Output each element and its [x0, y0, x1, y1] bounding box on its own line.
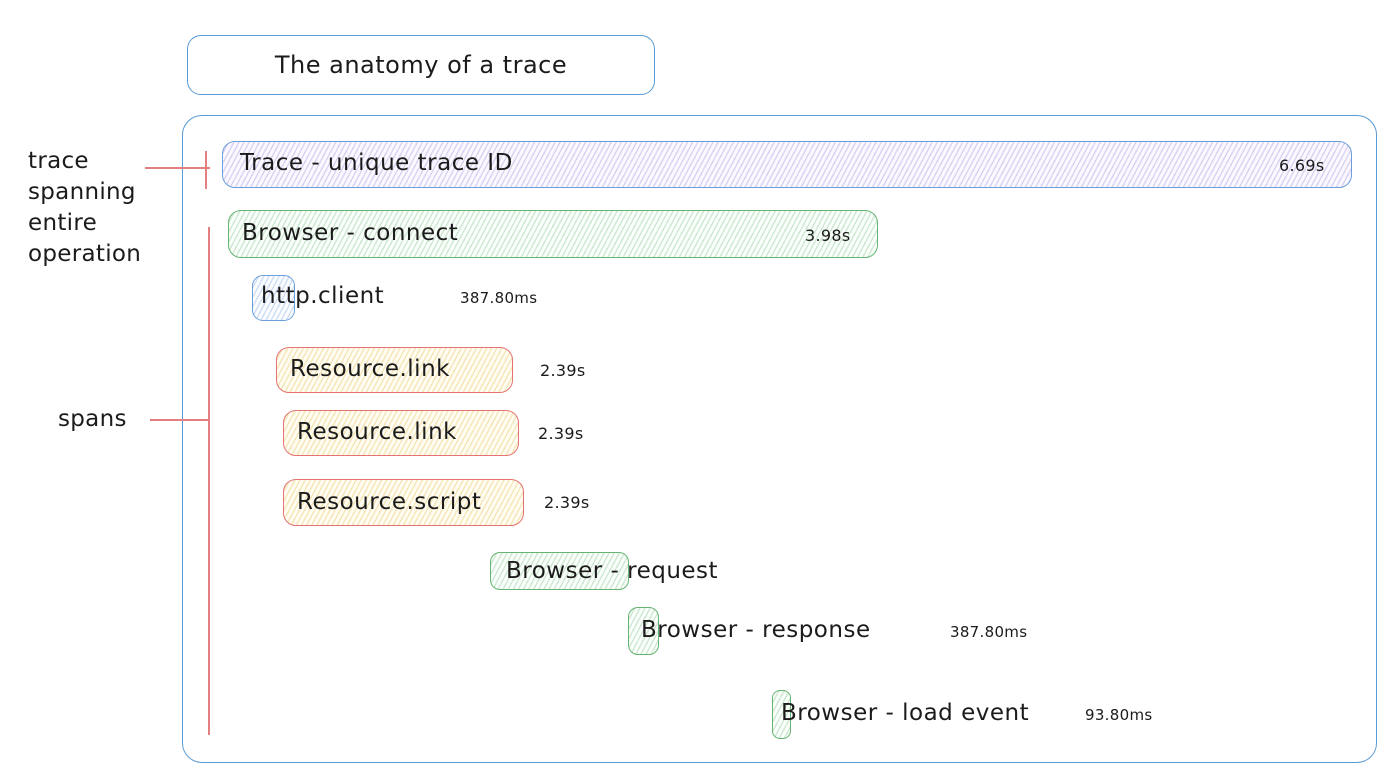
trace-pointer-line [145, 167, 210, 169]
span-resource-script-label: Resource.script [297, 489, 482, 515]
title-box: The anatomy of a trace [187, 35, 655, 95]
span-browser-response-label: Browser - response [641, 617, 871, 643]
span-trace-duration: 6.69s [1279, 156, 1325, 175]
annotation-spans: spans [58, 406, 127, 432]
span-resource-script-duration: 2.39s [544, 493, 590, 512]
diagram-title: The anatomy of a trace [274, 51, 568, 79]
annotation-trace-spanning: trace spanning entire operation [28, 146, 141, 270]
span-browser-load-event-duration: 93.80ms [1085, 706, 1153, 724]
span-http-client [252, 275, 295, 321]
trace-container-box [182, 115, 1377, 763]
annotation-line: entire [28, 210, 98, 236]
annotation-line: trace [28, 148, 89, 174]
span-browser-connect-label: Browser - connect [242, 220, 459, 246]
span-browser-load-event-label: Browser - load event [781, 700, 1030, 726]
spans-bracket-line [208, 227, 210, 735]
span-browser-request-label: Browser - request [506, 558, 719, 584]
span-browser-request [490, 552, 629, 590]
span-browser-response [628, 607, 659, 655]
span-resource-link-2-label: Resource.link [297, 419, 457, 445]
spans-pointer-line [150, 419, 209, 421]
trace-pointer-tick [205, 151, 207, 189]
span-resource-link-2-duration: 2.39s [538, 424, 584, 443]
span-resource-link-1 [276, 347, 513, 393]
span-trace-bar [222, 141, 1352, 188]
span-browser-connect [228, 210, 878, 258]
span-trace-label: Trace - unique trace ID [240, 150, 513, 176]
span-browser-load-event [772, 690, 791, 739]
span-resource-link-1-label: Resource.link [290, 356, 450, 382]
annotation-line: operation [28, 241, 142, 267]
span-browser-response-duration: 387.80ms [950, 623, 1028, 641]
span-resource-script [283, 479, 524, 526]
span-browser-connect-duration: 3.98s [805, 226, 851, 245]
span-resource-link-2 [283, 410, 519, 456]
annotation-line: spanning [28, 179, 136, 205]
span-resource-link-1-duration: 2.39s [540, 361, 586, 380]
span-http-client-duration: 387.80ms [460, 289, 538, 307]
span-http-client-label: http.client [261, 283, 385, 309]
